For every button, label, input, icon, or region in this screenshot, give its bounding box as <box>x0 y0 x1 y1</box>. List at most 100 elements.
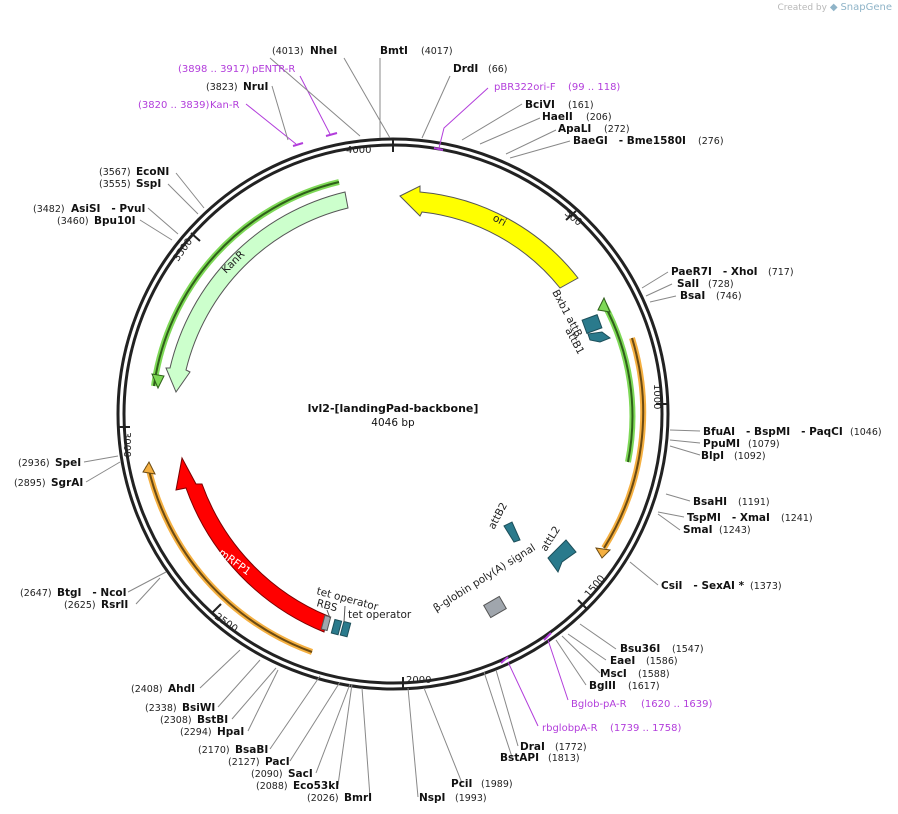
rbs-label: RBS <box>315 597 339 614</box>
enzyme-apali: ApaLI <box>558 123 591 135</box>
enzyme-nrui: NruI <box>243 81 268 93</box>
enzyme-haeii: HaeII <box>542 111 573 123</box>
enzyme-saci-pos: (2090) <box>251 769 283 780</box>
enzyme-bfuai-pos: (1046) <box>850 427 882 438</box>
enzyme-saci: SacI <box>288 768 313 780</box>
tick-label-3500: 3500 <box>171 237 195 264</box>
attb1-arrow[interactable] <box>587 331 612 343</box>
enzyme-ahdi-pos: (2408) <box>131 684 163 695</box>
enzyme-bsahi: BsaHI <box>693 496 727 508</box>
enzyme-bmti-pos: (4017) <box>421 46 453 57</box>
enzyme-bglii-pos: (1617) <box>628 681 660 692</box>
enzyme-blpi-pos: (1092) <box>734 451 766 462</box>
tick-label-1500: 1500 <box>583 573 608 600</box>
enzyme-bmri-pos: (2026) <box>307 793 339 804</box>
enzyme-nrui-pos: (3823) <box>206 82 238 93</box>
bxb1-attb-box[interactable] <box>581 314 603 334</box>
primer-pbr322ori-f-pos: (99 .. 118) <box>568 82 620 93</box>
enzyme-nspi: NspI <box>419 792 445 804</box>
enzyme-baegi-pos: (276) <box>698 136 724 147</box>
tet-operator-box-1[interactable] <box>330 618 343 636</box>
ori-feature-arrow[interactable] <box>399 185 579 289</box>
enzyme-sspi: SspI <box>136 178 161 190</box>
snapgene-brand: Created by ◆ SnapGene <box>777 2 892 13</box>
enzyme-btgi-ncoi: BtgI - NcoI <box>57 587 127 599</box>
kanr-halo-arrowhead <box>151 373 165 390</box>
tick-label-3000: 3000 <box>121 432 132 457</box>
primer-rbglobpa-r: rbglobpA-R <box>542 723 598 734</box>
tet-operator-label-2: tet operator <box>348 609 412 621</box>
enzyme-bstapi-pos: (1813) <box>548 753 580 764</box>
enzyme-spei-pos: (2936) <box>18 458 50 469</box>
enzyme-btgi-pos: (2647) <box>20 588 52 599</box>
enzyme-eaei: EaeI <box>610 655 635 667</box>
tet-operator-box-2[interactable] <box>339 620 352 638</box>
tick-marks <box>118 139 668 689</box>
kanr-feature-arrow[interactable] <box>165 191 349 394</box>
enzyme-bcivi-pos: (161) <box>568 100 594 111</box>
right-orange-halo-line <box>603 337 645 549</box>
beta-globin-polya-label: β-globin poly(A) signal <box>431 542 537 615</box>
enzyme-drdi: DrdI <box>453 63 478 75</box>
enzyme-sali: SalI <box>677 278 699 290</box>
beta-globin-polya-box[interactable] <box>483 595 507 619</box>
enzyme-bglii: BglII <box>589 680 616 692</box>
enzyme-tspmi-pos: (1241) <box>781 513 813 524</box>
enzyme-apali-pos: (272) <box>604 124 630 135</box>
enzyme-haeii-pos: (206) <box>586 112 612 123</box>
enzyme-paci: PacI <box>265 756 290 768</box>
primer-kan-r: Kan-R <box>210 100 239 111</box>
snapgene-logo-icon: ◆ <box>829 2 838 13</box>
primer-marks <box>292 132 552 664</box>
tick-label-1000: 1000 <box>651 384 662 409</box>
enzyme-msci: MscI <box>600 668 627 680</box>
attb2-arrow[interactable] <box>503 521 521 543</box>
enzyme-spei: SpeI <box>55 457 81 469</box>
primer-leaders <box>245 75 569 727</box>
plasmid-name: lvl2-[landingPad-backbone] <box>308 402 479 415</box>
mrfp1-halo-arrowhead <box>142 460 156 475</box>
plasmid-length: 4046 bp <box>371 417 415 429</box>
brand-created-by: Created by <box>777 3 827 13</box>
enzyme-hpai-pos: (2294) <box>180 727 212 738</box>
enzyme-csii-pos: (1373) <box>750 581 782 592</box>
enzyme-paer7i-pos: (717) <box>768 267 794 278</box>
tick-label-2000: 2000 <box>406 675 431 686</box>
enzyme-bstapi: BstAPI <box>500 752 539 764</box>
enzyme-nhei-pos: (4013) <box>272 46 304 57</box>
kanr-halo-line <box>153 181 340 387</box>
enzyme-drai-pos: (1772) <box>555 742 587 753</box>
enzyme-hpai: HpaI <box>217 726 244 738</box>
enzyme-bstbi-pos: (2308) <box>160 715 192 726</box>
enzyme-ppumi: PpuMI <box>703 438 740 450</box>
brand-product: SnapGene <box>840 2 892 13</box>
right-green-halo-arrowhead <box>597 296 611 313</box>
enzyme-bsai: BsaI <box>680 290 705 302</box>
enzyme-nspi-pos: (1993) <box>455 793 487 804</box>
enzyme-smai-pos: (1243) <box>719 525 751 536</box>
enzyme-bsiwi-pos: (2338) <box>145 703 177 714</box>
ori-label: ori <box>491 212 509 229</box>
primer-rbglobpa-r-pos: (1739 .. 1758) <box>610 723 682 734</box>
enzyme-paci-pos: (2127) <box>228 757 260 768</box>
enzyme-rsrii-pos: (2625) <box>64 600 96 611</box>
enzyme-baegi-bme1580i: BaeGI - Bme1580I <box>573 135 686 147</box>
attl2-arrow[interactable] <box>547 539 577 574</box>
primer-kan-r-pos: (3820 .. 3839) <box>138 100 210 111</box>
rbs-box[interactable] <box>320 614 332 632</box>
enzyme-pcii: PciI <box>451 778 472 790</box>
enzyme-ppumi-pos: (1079) <box>748 439 780 450</box>
enzyme-drai: DraI <box>520 741 545 753</box>
enzyme-bpu10i: Bpu10I <box>94 215 136 227</box>
primer-pentr-r-pos: (3898 .. 3917) <box>178 64 250 75</box>
enzyme-bsabi-pos: (2170) <box>198 745 230 756</box>
mrfp1-feature-arrow[interactable] <box>175 456 329 633</box>
enzyme-sali-pos: (728) <box>708 279 734 290</box>
enzyme-bpu10i-pos: (3460) <box>57 216 89 227</box>
enzyme-sgrai-pos: (2895) <box>14 478 46 489</box>
enzyme-blpi: BlpI <box>701 450 724 462</box>
enzyme-bsai-pos: (746) <box>716 291 742 302</box>
mrfp1-halo-line <box>147 465 313 653</box>
enzyme-rsrii: RsrII <box>101 599 128 611</box>
